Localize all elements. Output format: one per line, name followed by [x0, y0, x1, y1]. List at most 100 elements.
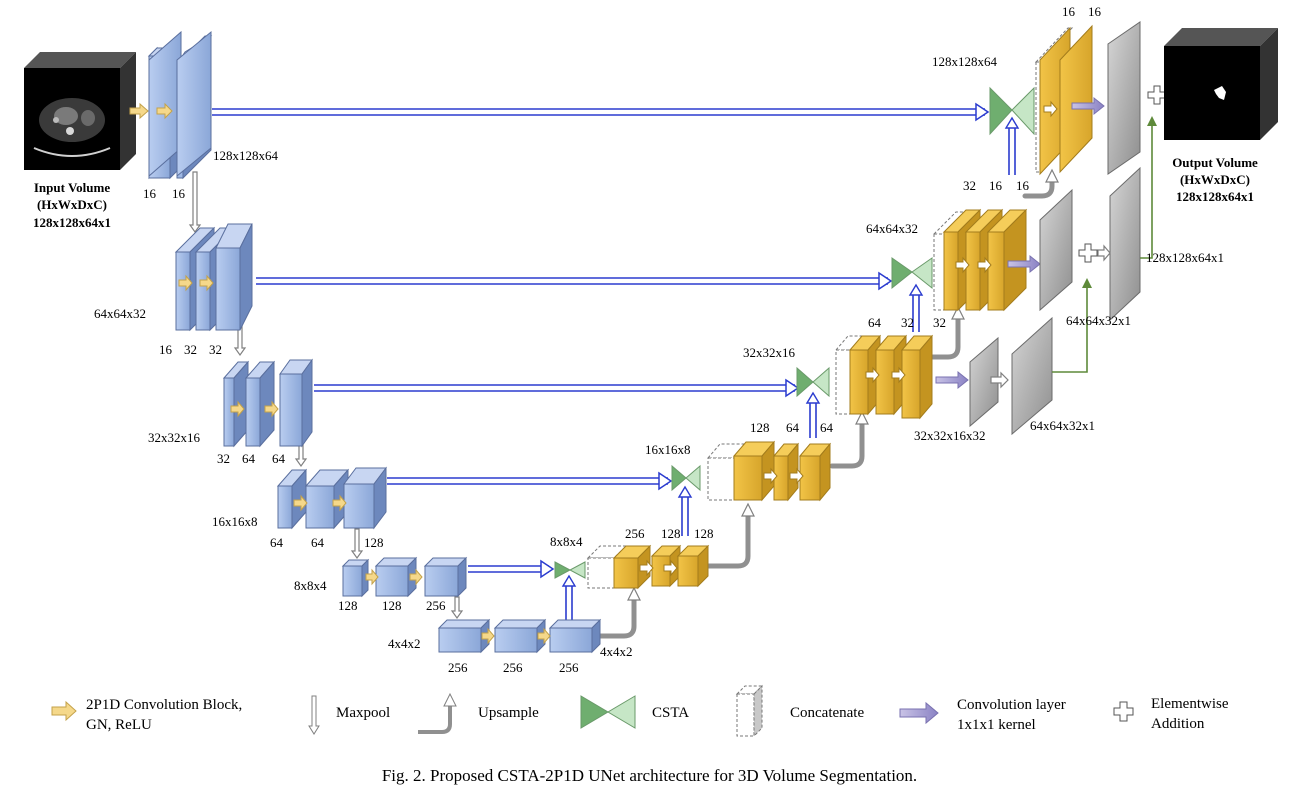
decoder-level5-blocks	[586, 544, 710, 590]
legend-concatenate-label: Concatenate	[790, 705, 864, 721]
encoder-level1-slab-2	[176, 30, 212, 178]
legend-maxpool-label: Maxpool	[336, 705, 390, 721]
enc5-ch-b: 128	[382, 598, 402, 613]
conv-arrows-level3	[230, 400, 279, 418]
conv-arrows-bottleneck	[481, 627, 551, 645]
dec2-ch-c: 16	[1016, 178, 1030, 193]
skip-arrowheads	[540, 102, 990, 579]
gray-small-arrows	[990, 244, 1111, 389]
enc3-ch-b: 64	[242, 451, 256, 466]
upsample-arrowheads	[627, 168, 1059, 601]
maxpool-arrows	[188, 171, 464, 620]
dec4-ch-b: 64	[786, 420, 800, 435]
upsample-arrow-5	[1022, 177, 1055, 199]
maxpool-arrow-1	[188, 171, 202, 234]
encoder-level2-blocks	[174, 223, 253, 332]
addition-icon-2	[1078, 243, 1098, 263]
output-format: (HxWxDxC)	[1180, 172, 1250, 187]
csta-icon-level4	[671, 464, 701, 492]
legend-conv1x1-label-1: Convolution layer	[957, 697, 1066, 713]
maxpool-arrow-4	[350, 528, 364, 560]
upsample-arrow-4	[930, 314, 961, 360]
legend-addition: Elementwise Addition	[1113, 696, 1229, 732]
dec3-ch-c: 32	[933, 315, 946, 330]
csta-modules	[554, 86, 1035, 579]
encoder-level5-blocks	[341, 556, 468, 598]
maxpool-icon	[308, 695, 320, 735]
encoder-labels: 128x128x64 16 16 64x64x32 16 32 32 32x32…	[94, 148, 633, 675]
enc4-ch-a: 64	[270, 535, 284, 550]
enc3-ch-a: 32	[217, 451, 230, 466]
conv1x1-icon	[899, 701, 939, 725]
legend-csta: CSTA	[580, 695, 689, 729]
legend-conv-label-2: GN, ReLU	[86, 717, 152, 733]
bottleneck-ch-a: 256	[448, 660, 468, 675]
maxpool-arrow-3	[294, 444, 308, 468]
conv-arrows-decoder	[639, 100, 1058, 577]
supervision-slabs	[969, 21, 1141, 436]
enc4-ch-b: 64	[311, 535, 325, 550]
conv-arrows-level4	[293, 494, 347, 512]
legend-conv1x1: Convolution layer 1x1x1 kernel	[899, 697, 1066, 733]
bottleneck-out-dims: 4x4x2	[600, 644, 633, 659]
dec4-ch-c: 64	[820, 420, 834, 435]
dec1-ch-a: 16	[1062, 4, 1076, 19]
dec1-csta-dims: 128x128x64	[932, 54, 998, 69]
skip-arrowhead-2	[878, 271, 893, 291]
enc1-dims: 128x128x64	[213, 148, 279, 163]
skip-arrowhead-5	[540, 559, 555, 579]
skip-arrowhead-4	[658, 471, 673, 491]
skip-connection-level5	[468, 565, 549, 573]
conv-block-icon	[51, 700, 77, 722]
d3-out-dims: 64x64x32x1	[1030, 418, 1095, 433]
upsample-arrow-1	[597, 595, 637, 639]
decoder-level3-blocks	[834, 334, 934, 420]
input-labels: Input Volume (HxWxDxC) 128x128x64x1	[33, 180, 111, 230]
dec5-ch-b: 128	[661, 526, 681, 541]
dec5-csta-dims: 8x8x4	[550, 534, 583, 549]
output-title: Output Volume	[1172, 155, 1258, 170]
supervision-labels: 32x32x16x32 64x64x32x1 64x64x32x1 128x12…	[914, 250, 1224, 443]
enc2-dims: 64x64x32	[94, 306, 146, 321]
maxpool-arrow-5	[450, 596, 464, 620]
legend-addition-label-1: Elementwise	[1151, 696, 1229, 712]
dec2-csta-dims: 64x64x32	[866, 221, 918, 236]
upsample-arrows	[597, 177, 1055, 639]
d2-out-dims: 64x64x32x1	[1066, 313, 1131, 328]
dec1-ch-b: 16	[1088, 4, 1102, 19]
csta-icon-level1	[989, 86, 1035, 136]
skip-arrowhead-1	[975, 102, 990, 122]
input-size: 128x128x64x1	[33, 215, 111, 230]
output-labels: Output Volume (HxWxDxC) 128x128x64x1	[1172, 155, 1258, 204]
d1-out-dims: 128x128x64x1	[1146, 250, 1224, 265]
supervision-arrowheads	[1082, 116, 1157, 288]
addition-icon	[1113, 701, 1134, 722]
enc4-ch-c: 128	[364, 535, 384, 550]
input-arrow	[129, 102, 149, 120]
enc5-dims: 8x8x4	[294, 578, 327, 593]
enc1-ch-a: 16	[143, 186, 157, 201]
enc5-ch-c: 256	[426, 598, 446, 613]
enc3-ch-c: 64	[272, 451, 286, 466]
gating-connections	[565, 125, 1016, 622]
input-volume	[24, 52, 136, 170]
gating-arrowheads	[561, 116, 1020, 587]
bottleneck-ch-c: 256	[559, 660, 579, 675]
enc3-dims: 32x32x16	[148, 430, 201, 445]
enc5-ch-a: 128	[338, 598, 358, 613]
dec2-ch-b: 16	[989, 178, 1003, 193]
legend: 2P1D Convolution Block, GN, ReLU Maxpool…	[51, 684, 1229, 738]
dec3-ch-a: 64	[868, 315, 882, 330]
csta-icon-level5	[554, 561, 586, 579]
skip-connection-level3	[314, 384, 795, 392]
skip-arrowhead-3	[785, 378, 800, 398]
csta-icon-level3	[796, 366, 830, 398]
csta-icon-level2	[891, 257, 933, 290]
decoder-labels: 8x8x4 256 128 128 16x16x8 128 64 64 32x3…	[550, 4, 1102, 549]
legend-concatenate: Concatenate	[735, 684, 864, 738]
legend-conv-block: 2P1D Convolution Block, GN, ReLU	[51, 697, 242, 733]
dec3-ch-b: 32	[901, 315, 914, 330]
bottleneck-dims: 4x4x2	[388, 636, 421, 651]
csta-icon	[580, 695, 609, 729]
